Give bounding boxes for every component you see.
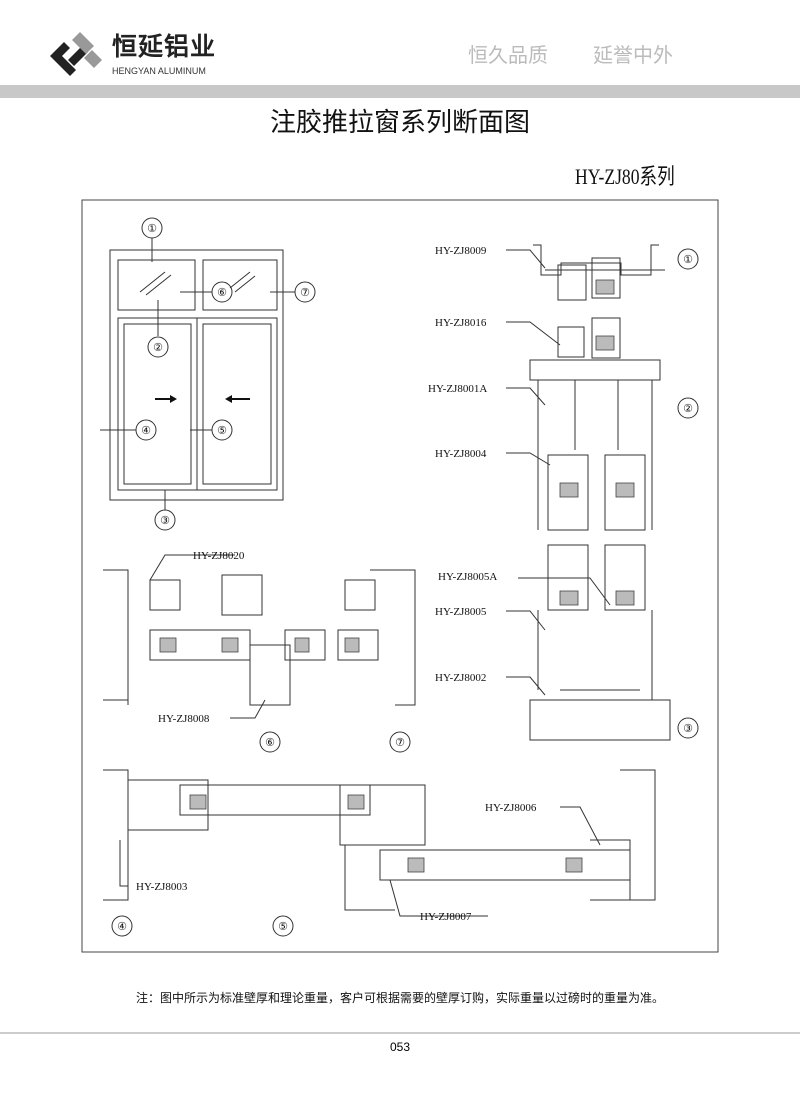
brand-name: 恒延铝业 <box>112 32 217 61</box>
label-8003: HY-ZJ8003 <box>136 881 188 893</box>
callout-5: ⑤ <box>211 419 233 441</box>
svg-text:③: ③ <box>683 723 693 735</box>
callout-3-section: ③ <box>677 717 699 739</box>
footer-rule <box>0 1032 800 1034</box>
callout-7-section: ⑦ <box>389 731 411 753</box>
svg-text:④: ④ <box>117 921 127 933</box>
leader-lines <box>119 249 611 917</box>
slogan-2: 延誉中外 <box>593 43 673 67</box>
callout-6-section: ⑥ <box>259 731 281 753</box>
slogan-1: 恒久品质 <box>468 43 548 67</box>
callout-markers: ① ② ⑥ ⑦ ④ ⑤ ③ ① ② ③ ⑥ ⑦ ④ ⑤ <box>111 217 699 937</box>
svg-text:⑤: ⑤ <box>278 921 288 933</box>
logo-icon <box>50 32 102 76</box>
callout-7: ⑦ <box>294 281 316 303</box>
svg-text:⑥: ⑥ <box>217 287 227 299</box>
label-8006: HY-ZJ8006 <box>485 802 537 814</box>
brand-english: HENGYAN ALUMINUM <box>112 66 206 76</box>
label-8004: HY-ZJ8004 <box>435 448 487 460</box>
callout-6: ⑥ <box>211 281 233 303</box>
callout-2-section: ② <box>677 397 699 419</box>
callout-1-section: ① <box>677 248 699 270</box>
label-8005a: HY-ZJ8005A <box>438 571 497 583</box>
svg-text:⑦: ⑦ <box>395 737 405 749</box>
window-elevation <box>100 238 295 510</box>
callout-4-section: ④ <box>111 915 133 937</box>
svg-text:⑦: ⑦ <box>300 287 310 299</box>
callout-4: ④ <box>135 419 157 441</box>
header-bar <box>0 85 800 98</box>
callout-3: ③ <box>154 509 176 531</box>
svg-text:③: ③ <box>160 515 170 527</box>
label-8001a: HY-ZJ8001A <box>428 383 487 395</box>
page-number: 053 <box>389 1040 411 1054</box>
svg-text:①: ① <box>683 254 693 266</box>
svg-text:②: ② <box>153 342 163 354</box>
profile-labels: HY-ZJ8009 HY-ZJ8016 HY-ZJ8001A HY-ZJ8004… <box>136 245 537 923</box>
svg-text:⑥: ⑥ <box>265 737 275 749</box>
svg-text:④: ④ <box>141 425 151 437</box>
profile-sections <box>103 244 671 911</box>
label-8002: HY-ZJ8002 <box>435 672 486 684</box>
label-8005: HY-ZJ8005 <box>435 606 487 618</box>
svg-text:①: ① <box>147 223 157 235</box>
label-8009: HY-ZJ8009 <box>435 245 487 257</box>
label-8008: HY-ZJ8008 <box>158 713 210 725</box>
svg-text:②: ② <box>683 403 693 415</box>
label-8016: HY-ZJ8016 <box>435 317 487 329</box>
label-8007: HY-ZJ8007 <box>420 911 472 923</box>
callout-1: ① <box>141 217 163 239</box>
series-label: HY-ZJ80系列 <box>575 164 675 189</box>
callout-5-section: ⑤ <box>272 915 294 937</box>
callout-2: ② <box>147 336 169 358</box>
svg-text:⑤: ⑤ <box>217 425 227 437</box>
footnote: 注：图中所示为标准壁厚和理论重量，客户可根据需要的壁厚订购，实际重量以过磅时的重… <box>135 991 664 1005</box>
drawing-frame <box>81 199 719 953</box>
label-8020: HY-ZJ8020 <box>193 550 245 562</box>
page-title: 注胶推拉窗系列断面图 <box>269 108 530 138</box>
